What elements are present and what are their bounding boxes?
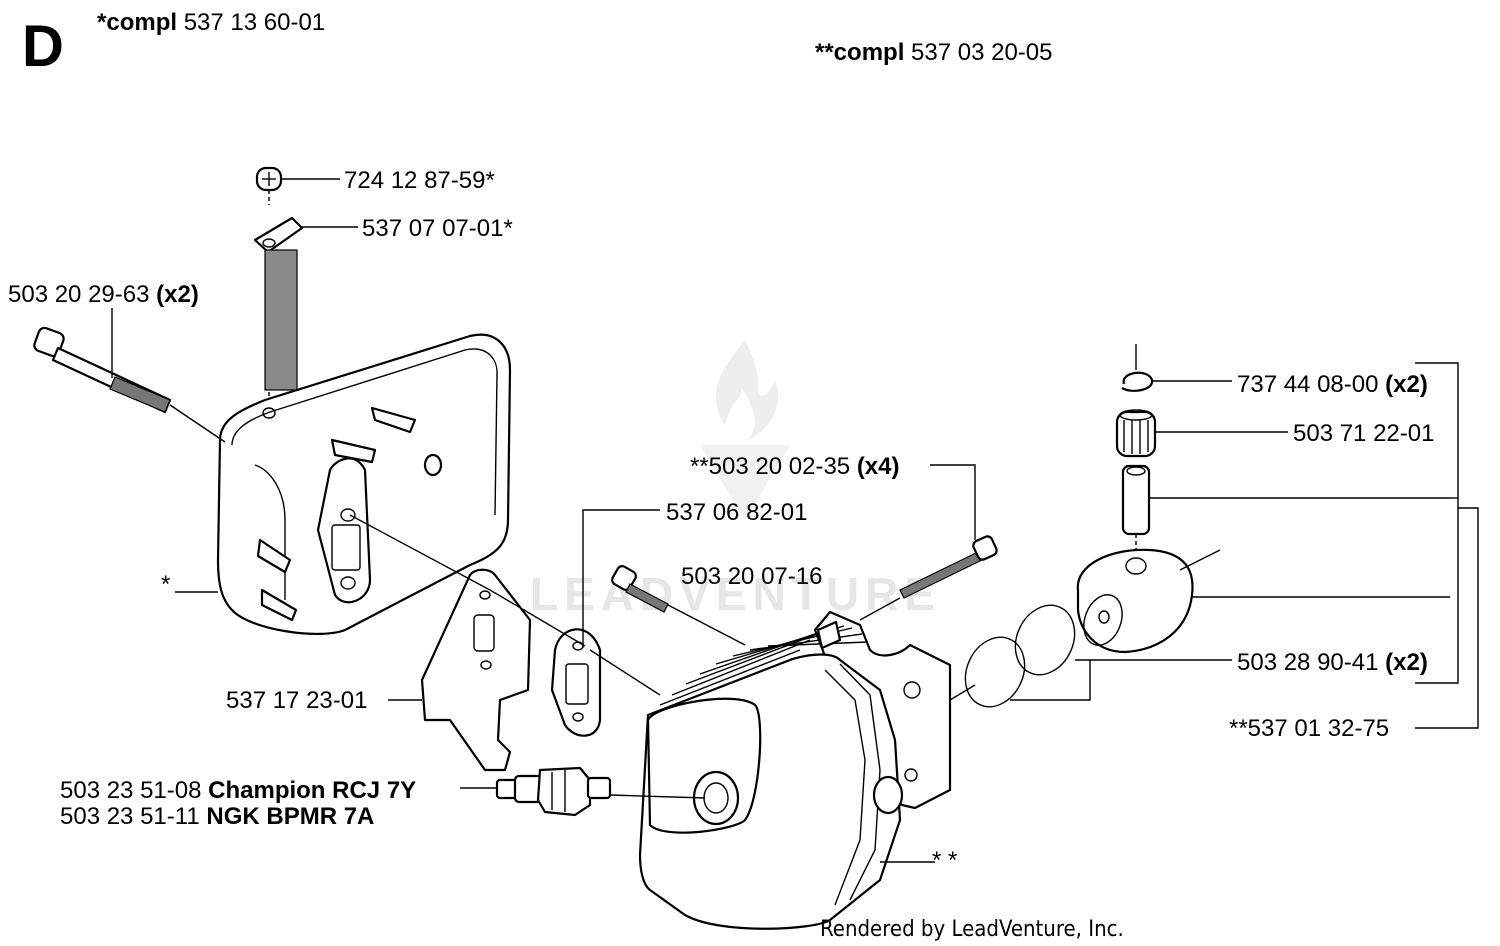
label-cylinder-star: * * (932, 847, 957, 874)
label-piston-kit: **537 01 32-75 (1229, 715, 1389, 742)
credit-text: Rendered by LeadVenture, Inc. (820, 917, 1124, 942)
label-bracket: 537 17 23-01 (226, 687, 367, 714)
piston-pin-part (1121, 464, 1151, 562)
circlip-part (1121, 344, 1154, 392)
section-letter: D (22, 14, 64, 79)
label-needle-bearing: 503 71 22-01 (1293, 420, 1434, 447)
label-circlip: 737 44 08-00 (x2) (1237, 371, 1428, 398)
piston-ring-part (964, 604, 1076, 708)
leader-lines (111, 178, 1479, 863)
label-spark-plug-1: 503 23 51-08 Champion RCJ 7Y (60, 777, 416, 804)
spark-plug-part (495, 766, 612, 817)
label-guard-plate: 537 07 07-01* (362, 215, 513, 242)
muffler-bolt-part (33, 326, 172, 414)
gasket-part (550, 628, 602, 737)
watermark-logo: LEADVENTURE (530, 340, 941, 620)
guard-plate-part (253, 216, 304, 410)
cylinder-bolt-part (899, 535, 998, 599)
label-screw-top: 724 12 87-59* (344, 167, 495, 194)
label-gasket: 537 06 82-01 (666, 499, 807, 526)
muffler-part (216, 333, 512, 636)
bracket-part (420, 568, 532, 772)
screw-mid-part (611, 565, 669, 613)
cylinder-part (638, 610, 952, 930)
watermark-text: LEADVENTURE (530, 568, 941, 620)
label-spark-plug-2: 503 23 51-11 NGK BPMR 7A (60, 803, 374, 830)
muffler-compl-label: *compl 537 13 60-01 (97, 9, 325, 36)
label-piston-ring: 503 28 90-41 (x2) (1237, 649, 1428, 676)
label-muffler-star: * (161, 571, 170, 598)
label-muffler-bolt: 503 20 29-63 (x2) (8, 281, 199, 308)
screw-top-part (255, 166, 283, 205)
label-screw-mid: 503 20 07-16 (681, 563, 822, 590)
cylinder-compl-label: **compl 537 03 20-05 (815, 39, 1053, 66)
piston-part (1076, 548, 1221, 654)
label-cylinder-bolt: **503 20 02-35 (x4) (690, 453, 900, 480)
needle-bearing-part (1115, 409, 1157, 458)
